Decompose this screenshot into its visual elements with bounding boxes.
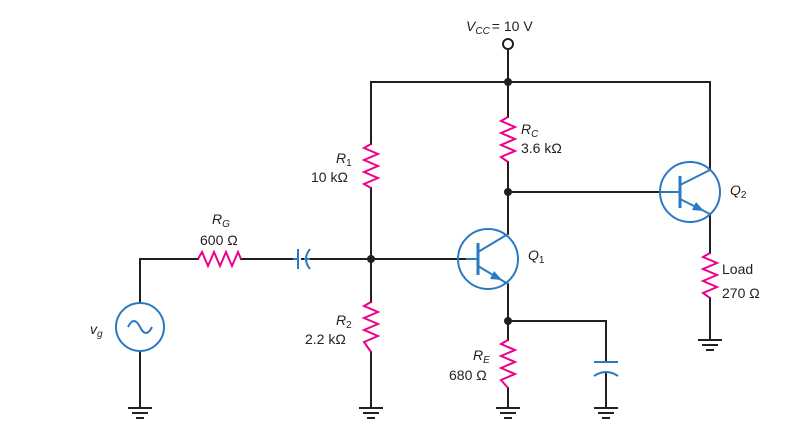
bypass-capacitor-icon <box>593 361 619 377</box>
wires <box>139 49 711 409</box>
load-resistor-icon <box>700 252 720 299</box>
rc-label: RC <box>521 121 539 140</box>
q1-label: Q1 <box>528 247 545 266</box>
vg-label: vg <box>90 321 103 340</box>
re-value: 680 Ω <box>449 367 487 383</box>
bypass-cap-wire <box>507 320 607 363</box>
junction-dot <box>367 255 375 263</box>
load-value: 270 Ω <box>722 285 760 301</box>
vcc-terminal-icon <box>502 38 514 50</box>
r2-label: R2 <box>336 312 352 331</box>
source-to-rg-wire <box>139 258 199 304</box>
junction-dot <box>504 317 512 325</box>
ground-icon <box>698 339 722 351</box>
ground-icon <box>496 407 520 419</box>
rc-value: 3.6 kΩ <box>521 140 562 156</box>
load-label: Load <box>722 261 753 277</box>
r1-value: 10 kΩ <box>311 169 348 185</box>
r1-label: R1 <box>336 150 352 169</box>
ground-icon <box>594 407 618 419</box>
q1-npn-transistor-icon <box>457 228 519 290</box>
ground-icon <box>359 407 383 419</box>
rg-label: RG <box>212 211 230 230</box>
re-label: RE <box>473 347 490 366</box>
junction-dot <box>504 78 512 86</box>
vcc-label: VCC= 10 V <box>466 18 533 37</box>
q2-npn-transistor-icon <box>659 161 721 223</box>
rg-value: 600 Ω <box>200 232 238 248</box>
q2-label: Q2 <box>730 182 747 201</box>
r2-resistor-icon <box>361 301 381 353</box>
r2-value: 2.2 kΩ <box>305 331 346 347</box>
coupling-capacitor-icon <box>293 248 311 270</box>
rg-resistor-icon <box>197 249 242 269</box>
r1-resistor-icon <box>361 143 381 189</box>
rc-resistor-icon <box>498 116 518 163</box>
junction-dot <box>504 188 512 196</box>
ac-source-icon <box>115 302 165 352</box>
re-resistor-icon <box>498 339 518 389</box>
top-rail-wire <box>370 81 711 171</box>
ground-icon <box>128 407 152 419</box>
junction-dots <box>367 78 512 325</box>
